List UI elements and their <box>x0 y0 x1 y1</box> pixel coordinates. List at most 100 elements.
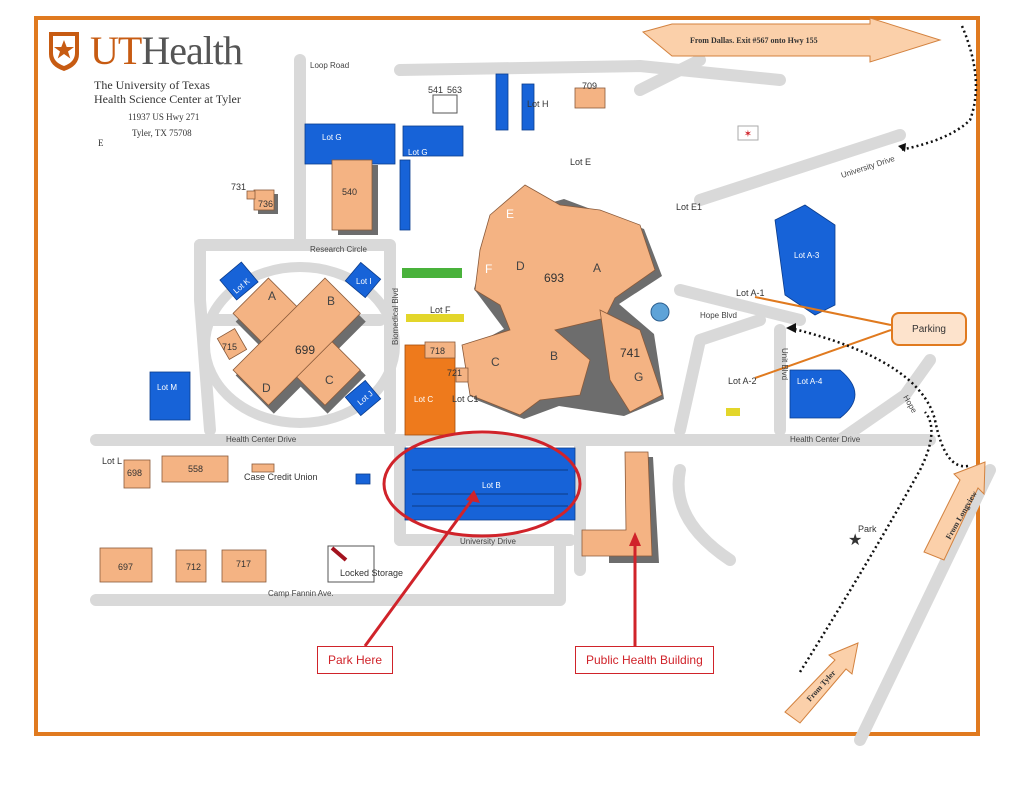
lot-i-shape <box>344 261 382 299</box>
wing-693-e: E <box>506 207 514 221</box>
label-697: 697 <box>118 562 133 572</box>
lot-g-east-shape <box>402 125 464 157</box>
park-star-icon: ★ <box>848 530 862 549</box>
parking-pointer-a2 <box>754 329 892 379</box>
from-tyler-arrow <box>784 642 859 724</box>
lot-b-highlight <box>382 430 582 538</box>
lot-m-shape <box>149 371 191 421</box>
label-718: 718 <box>430 346 445 356</box>
lot-h-strip-a <box>495 73 509 131</box>
wing-699-a: A <box>268 289 276 303</box>
label-717: 717 <box>236 559 251 569</box>
street-unit-blvd: Unit Blvd <box>780 348 789 380</box>
label-lot-a3: Lot A-3 <box>794 251 820 260</box>
label-lot-e1: Lot E1 <box>676 202 702 212</box>
street-biomedical-blvd: Biomedical Blvd <box>391 288 400 345</box>
buildings <box>99 87 664 583</box>
label-lot-a1: Lot A-1 <box>736 288 765 298</box>
label-736: 736 <box>258 199 273 209</box>
building-693-shape <box>461 184 656 416</box>
wing-693-f: F <box>485 262 492 276</box>
building-731-shape <box>246 190 256 200</box>
lot-j-shape <box>344 379 382 417</box>
label-540: 540 <box>342 187 357 197</box>
label-709: 709 <box>582 81 597 91</box>
wing-693-b: B <box>550 349 558 363</box>
label-lot-l: Lot L <box>102 456 122 466</box>
public-health-arrowhead <box>629 532 641 546</box>
research-circle-ring <box>200 262 400 428</box>
lot-a4-shape <box>789 369 856 419</box>
label-lot-g-east: Lot G <box>408 148 428 157</box>
label-563: 563 <box>447 85 462 95</box>
lot-h-strip-b <box>521 83 535 131</box>
label-731: 731 <box>231 182 246 192</box>
yellow-strip-a2 <box>726 408 740 416</box>
lot-g-west-shape <box>304 123 396 165</box>
label-lot-c: Lot C <box>414 395 433 404</box>
ut-shield-icon <box>49 32 79 71</box>
building-736-shape <box>253 189 275 211</box>
label-693: 693 <box>544 271 564 285</box>
wing-699-d: D <box>262 381 271 395</box>
building-698-shape <box>123 459 151 489</box>
institution-line1: The University of Texas <box>94 78 210 92</box>
building-558-shape <box>161 455 229 483</box>
label-741: 741 <box>620 346 640 360</box>
route-from-dallas <box>899 25 978 152</box>
street-hope-lane: Hope <box>901 394 919 416</box>
label-case-credit-union: Case Credit Union <box>244 472 318 482</box>
label-lot-m: Lot M <box>157 383 177 392</box>
lot-b-stalls <box>412 469 568 507</box>
lot-b-shape <box>404 447 576 521</box>
building-case-credit-union-shape <box>251 463 275 473</box>
helipad <box>737 125 759 141</box>
parking-lots <box>149 73 856 521</box>
label-558: 558 <box>188 464 203 474</box>
public-health-building-shape <box>581 451 653 557</box>
wing-693-a: A <box>593 261 601 275</box>
label-lot-c1: Lot C1 <box>452 394 479 404</box>
label-541: 541 <box>428 85 443 95</box>
label-lot-a2: Lot A-2 <box>728 376 757 386</box>
street-health-center-drive-east: Health Center Drive <box>790 435 861 444</box>
public-health-building-callout: Public Health Building <box>575 646 714 674</box>
address-line1: 11937 US Hwy 271 <box>128 112 200 122</box>
label-715: 715 <box>222 342 237 352</box>
label-698: 698 <box>127 468 142 478</box>
label-from-dallas: From Dallas. Exit #567 onto Hwy 155 <box>690 36 818 45</box>
building-712-shape <box>175 549 207 583</box>
label-locked-storage: Locked Storage <box>340 568 403 578</box>
label-712: 712 <box>186 562 201 572</box>
street-research-circle: Research Circle <box>310 245 367 254</box>
route-from-dallas-arrow <box>898 143 906 152</box>
building-718-shape <box>424 341 456 359</box>
stray-letter: E <box>98 138 104 148</box>
label-lot-g-west: Lot G <box>322 133 342 142</box>
brand-suffix: Health <box>141 28 243 73</box>
label-lot-b: Lot B <box>482 481 501 490</box>
route-from-longview-arrow <box>786 323 796 333</box>
building-709-shape <box>574 87 606 109</box>
route-from-longview <box>789 326 969 468</box>
address-line2: Tyler, TX 75708 <box>132 128 192 138</box>
parking-pointer-a1 <box>754 296 892 326</box>
lot-b-small <box>355 473 371 485</box>
street-university-drive-south: University Drive <box>460 537 517 546</box>
label-park: Park <box>858 524 877 534</box>
lot-a3-shape <box>774 204 836 316</box>
brand-prefix: UT <box>90 28 142 73</box>
street-camp-fannin: Camp Fannin Ave. <box>268 589 334 598</box>
label-lot-e: Lot E <box>570 157 591 167</box>
label-lot-f: Lot F <box>430 305 451 315</box>
wing-699-c: C <box>325 373 334 387</box>
helipad-mark: ✶ <box>744 129 752 140</box>
green-strip <box>402 268 462 278</box>
institution-line2: Health Science Center at Tyler <box>94 92 241 106</box>
street-hope-blvd: Hope Blvd <box>700 311 737 320</box>
street-health-center-drive-west: Health Center Drive <box>226 435 297 444</box>
wing-693-d: D <box>516 259 525 273</box>
yellow-strip <box>406 314 464 322</box>
lot-k-shape <box>219 261 259 301</box>
